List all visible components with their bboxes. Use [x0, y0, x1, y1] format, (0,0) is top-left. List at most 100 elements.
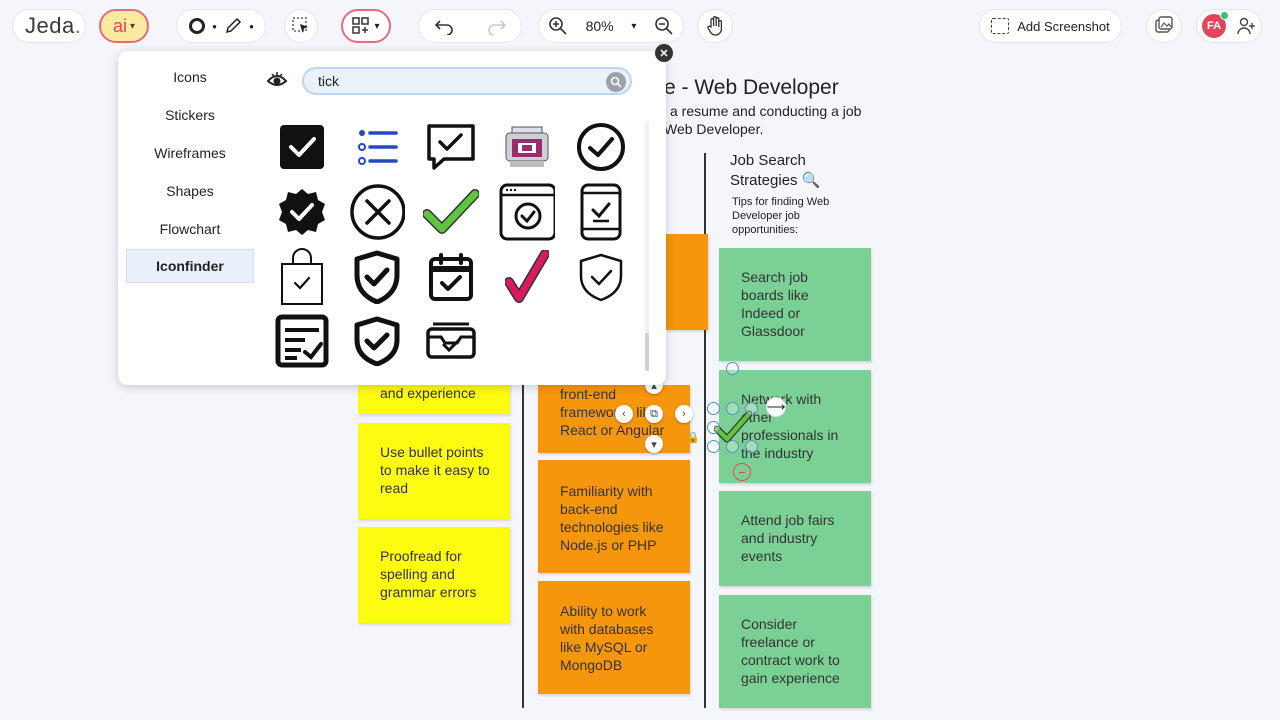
sticky-note[interactable]: Familiarity with back-end technologies l…: [538, 460, 690, 573]
resize-handle[interactable]: [707, 402, 720, 415]
checklist-icon[interactable]: [349, 119, 405, 175]
undo-icon[interactable]: [434, 17, 456, 35]
column-divider: [522, 384, 524, 708]
sticky-note[interactable]: Consider freelance or contract work to g…: [719, 595, 871, 708]
zoom-level[interactable]: 80%: [585, 18, 614, 34]
duplicate-icon[interactable]: ⧉: [645, 405, 663, 423]
note-text: Familiarity with back-end technologies l…: [560, 483, 664, 553]
connector-arrow-icon[interactable]: ⟶: [766, 397, 786, 417]
close-icon[interactable]: ✕: [655, 44, 673, 62]
category-icons[interactable]: Icons: [126, 61, 254, 93]
category-label: Wireframes: [154, 145, 226, 161]
resize-handle[interactable]: [726, 402, 739, 415]
badge-check-icon[interactable]: [274, 184, 330, 240]
screenshot-icon: [991, 18, 1010, 34]
search-icon[interactable]: [606, 72, 626, 92]
grid-plus-icon: [352, 17, 370, 35]
inserted-check-icon[interactable]: [714, 408, 752, 446]
note-text: Search job boards like Indeed or Glassdo…: [741, 269, 809, 339]
board-subtitle: a resume and conducting a job Web Develo…: [664, 102, 884, 138]
gallery-button[interactable]: [1146, 9, 1182, 43]
note-text: Proofread for spelling and grammar error…: [380, 548, 477, 600]
pink-check-icon[interactable]: [499, 249, 555, 305]
category-shapes[interactable]: Shapes: [126, 175, 254, 207]
iconfinder-logo-icon: [266, 70, 288, 95]
mobile-check-icon[interactable]: [573, 183, 629, 241]
sticky-note[interactable]: Proofread for spelling and grammar error…: [358, 527, 510, 623]
insert-button[interactable]: ▾: [341, 9, 391, 43]
sticky-note[interactable]: Search job boards like Indeed or Glassdo…: [719, 248, 871, 361]
zoom-in-icon[interactable]: [548, 16, 568, 36]
chevron-right-icon[interactable]: ›: [675, 405, 693, 423]
logo-dot: .: [74, 13, 82, 38]
category-label: Icons: [173, 69, 207, 85]
category-stickers[interactable]: Stickers: [126, 99, 254, 131]
sticky-note[interactable]: and experience: [358, 384, 510, 414]
history-controls: [418, 9, 522, 43]
app-logo[interactable]: Jeda.: [12, 9, 86, 43]
sticky-note[interactable]: Ability to work with databases like MySQ…: [538, 581, 690, 694]
chat-check-icon[interactable]: [423, 119, 479, 175]
chevron-down-icon[interactable]: ▾: [631, 20, 637, 32]
calendar-check-icon[interactable]: [423, 249, 479, 305]
circle-tool-icon[interactable]: [188, 17, 206, 35]
resize-handle[interactable]: [707, 421, 720, 434]
sticky-note[interactable]: [666, 234, 708, 330]
avatar[interactable]: FA: [1202, 11, 1229, 38]
category-iconfinder[interactable]: Iconfinder: [126, 249, 254, 283]
resize-handle[interactable]: [745, 440, 758, 453]
category-label: Stickers: [165, 107, 215, 123]
add-screenshot-label: Add Screenshot: [1017, 18, 1110, 34]
chevron-down-icon[interactable]: ▾: [645, 435, 663, 453]
sticky-note[interactable]: Attend job fairs and industry events: [719, 491, 871, 586]
icon-picker-panel: Icons Stickers Wireframes Shapes Flowcha…: [118, 51, 666, 385]
resize-handle[interactable]: [726, 440, 739, 453]
board-subtitle-line: Web Developer.: [664, 121, 764, 137]
drawing-tools: ● ●: [176, 9, 266, 43]
magnifier-icon: 🔍: [801, 172, 821, 189]
icon-search-field[interactable]: [302, 67, 632, 95]
resize-handle[interactable]: [707, 440, 720, 453]
category-wireframes[interactable]: Wireframes: [126, 137, 254, 169]
dot-separator: ●: [212, 21, 217, 31]
shopping-bag-check-icon[interactable]: [274, 248, 330, 305]
scrollbar-thumb[interactable]: [645, 333, 649, 371]
add-screenshot-button[interactable]: Add Screenshot: [979, 9, 1122, 43]
select-tool-button[interactable]: [284, 9, 318, 43]
hand-icon: [705, 15, 725, 37]
chevron-left-icon[interactable]: ‹: [615, 405, 633, 423]
zoom-controls: 80% ▾: [538, 9, 684, 43]
green-check-icon[interactable]: [423, 184, 479, 240]
note-text: front-end frameworks like React or Angul…: [560, 386, 665, 438]
dot-separator: ●: [249, 21, 254, 31]
zoom-out-icon[interactable]: [654, 16, 674, 36]
circle-x-icon[interactable]: [349, 184, 405, 240]
image-gallery-icon: [1154, 16, 1174, 36]
rotate-handle[interactable]: [726, 362, 739, 375]
search-input[interactable]: [318, 73, 598, 89]
shield-check-icon[interactable]: [349, 249, 405, 305]
chevron-down-icon: ▾: [129, 20, 136, 32]
scrollbar-track[interactable]: [645, 121, 649, 371]
shield-check-outline-icon[interactable]: [573, 249, 629, 305]
lock-icon[interactable]: 🔒: [686, 432, 700, 444]
redo-icon[interactable]: [485, 17, 507, 35]
browser-check-icon[interactable]: [499, 183, 555, 241]
pan-tool-button[interactable]: [697, 9, 733, 43]
remove-icon[interactable]: −: [733, 463, 751, 481]
pencil-icon[interactable]: [223, 16, 243, 36]
tray-check-icon[interactable]: [423, 313, 479, 369]
photo-print-icon[interactable]: [499, 119, 555, 175]
checkbox-checked-icon[interactable]: [274, 119, 330, 175]
sticky-note[interactable]: front-end frameworks like React or Angul…: [538, 385, 690, 453]
ai-button[interactable]: ai ▾: [99, 9, 149, 43]
sticky-note[interactable]: Use bullet points to make it easy to rea…: [358, 423, 510, 519]
category-flowchart[interactable]: Flowchart: [126, 213, 254, 245]
add-user-icon[interactable]: [1236, 16, 1256, 36]
shield-check-alt-icon[interactable]: [349, 313, 405, 369]
circle-check-icon[interactable]: [573, 119, 629, 175]
document-check-icon[interactable]: [274, 313, 330, 369]
resize-handle[interactable]: [745, 402, 758, 415]
chevron-down-icon: ▾: [374, 20, 380, 32]
category-label: Iconfinder: [156, 258, 224, 274]
